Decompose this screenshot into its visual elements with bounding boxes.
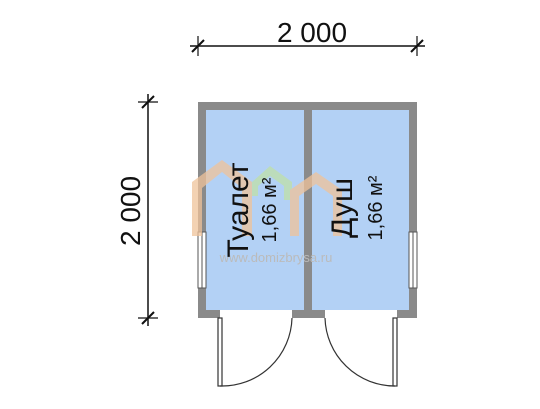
door-opening-right xyxy=(325,310,397,318)
house-icon-orange-large xyxy=(192,160,252,236)
door-opening-left xyxy=(220,310,292,318)
width-dimension-label: 2 000 xyxy=(277,17,347,48)
room-toilet-floor xyxy=(206,110,304,310)
door-left xyxy=(217,317,293,387)
door-right xyxy=(324,317,398,387)
house-icon-green xyxy=(252,166,292,200)
width-dimension: 2 000 xyxy=(190,17,425,56)
width-tick-left xyxy=(191,39,205,53)
watermark-logo xyxy=(192,160,342,236)
room-toilet-name: Туалет xyxy=(222,162,255,257)
window-right xyxy=(408,231,418,289)
height-dimension: 2 000 xyxy=(115,94,158,326)
room-shower-name: Душ xyxy=(326,178,359,238)
watermark-url: www.domizbrysa.ru xyxy=(219,250,333,265)
room-shower-floor xyxy=(312,110,409,310)
house-icon-orange-small xyxy=(290,172,342,236)
width-tick-right xyxy=(410,39,424,53)
room-shower-area: 1,66 м² xyxy=(365,175,387,240)
height-tick-top xyxy=(141,95,155,109)
room-toilet-area: 1,66 м² xyxy=(259,177,281,242)
height-tick-bottom xyxy=(141,311,155,325)
window-left xyxy=(197,231,207,289)
height-dimension-label: 2 000 xyxy=(115,176,146,246)
